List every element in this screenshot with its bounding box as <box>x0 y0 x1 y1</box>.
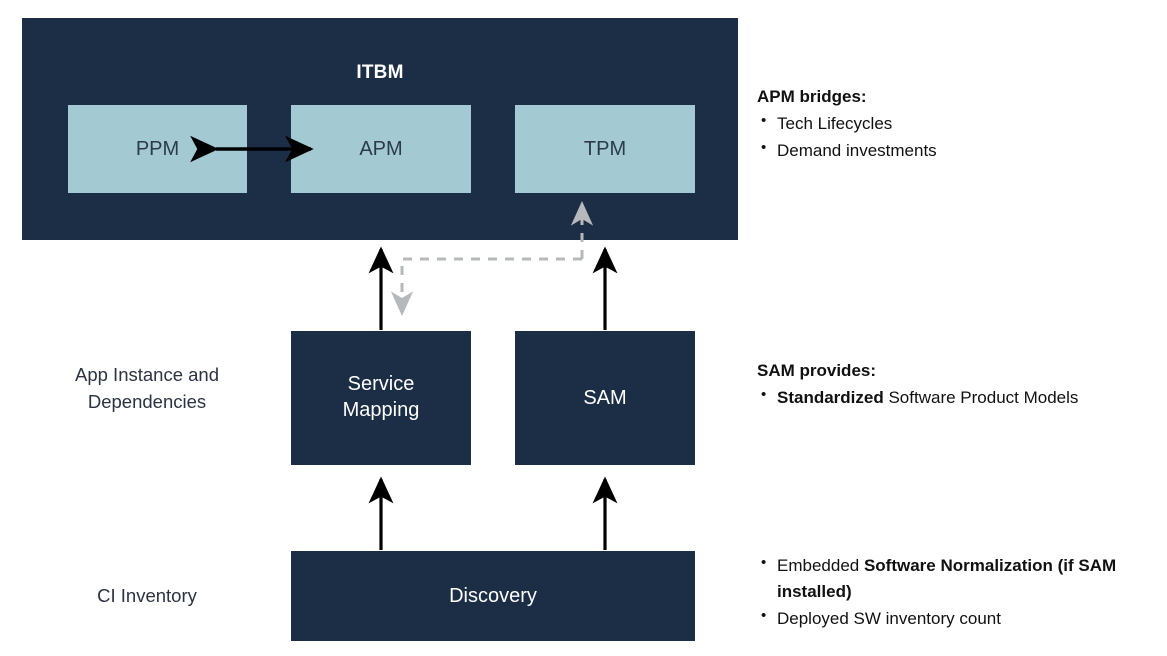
discovery-label: Discovery <box>449 584 537 607</box>
note-discovery-bullet-1-bold: Software Normalization (if SAM installed… <box>777 556 1117 601</box>
note-apm-bullet-1-text: Tech Lifecycles <box>777 113 893 133</box>
arrow-dashed-tpm-to-service-mapping <box>390 257 582 317</box>
sam-box[interactable]: SAM <box>515 331 695 465</box>
note-apm-heading: APM bridges: <box>757 87 867 106</box>
service-mapping-label-line1: Service <box>347 373 415 396</box>
discovery-box[interactable]: Discovery <box>291 551 695 641</box>
note-discovery: Embedded Software Normalization (if SAM … <box>757 552 1167 632</box>
note-apm-list: Tech Lifecycles Demand investments <box>757 110 1167 164</box>
service-mapping-label: Service Mapping <box>343 372 420 423</box>
note-apm-bullet-2: Demand investments <box>757 137 1167 164</box>
note-sam-list: Standardized Software Product Models <box>757 384 1167 411</box>
note-sam-bullet-1-bold: Standardized <box>777 387 884 407</box>
row-label-ci-inventory: CI Inventory <box>97 585 197 606</box>
sam-label: SAM <box>583 386 627 409</box>
note-apm-bridges: APM bridges: Tech Lifecycles Demand inve… <box>757 84 1167 164</box>
tpm-box[interactable]: TPM <box>515 105 695 193</box>
ppm-label: PPM <box>135 137 180 160</box>
note-discovery-bullet-2: Deployed SW inventory count <box>757 605 1167 632</box>
note-discovery-bullet-1: Embedded Software Normalization (if SAM … <box>757 552 1167 605</box>
note-apm-bullet-1: Tech Lifecycles <box>757 110 1167 137</box>
row-label-app-instance: App Instance and Dependencies <box>16 362 278 416</box>
apm-label: APM <box>359 137 403 160</box>
tpm-label: TPM <box>583 137 627 160</box>
apm-box[interactable]: APM <box>291 105 471 193</box>
note-sam-bullet-1: Standardized Software Product Models <box>757 384 1167 411</box>
note-apm-bullet-2-text: Demand investments <box>777 140 937 160</box>
note-discovery-bullet-2-text: Deployed SW inventory count <box>777 608 1001 628</box>
note-discovery-list: Embedded Software Normalization (if SAM … <box>757 552 1167 632</box>
ppm-box[interactable]: PPM <box>68 105 247 193</box>
note-discovery-bullet-1-text: Embedded <box>777 556 864 575</box>
row-label-app-instance-line2: Dependencies <box>87 390 207 412</box>
note-sam-heading: SAM provides: <box>757 361 877 380</box>
note-sam-bullet-1-text: Software Product Models <box>883 387 1079 407</box>
note-sam-provides: SAM provides: Standardized Software Prod… <box>757 358 1167 412</box>
itbm-panel-title: ITBM <box>356 62 404 83</box>
service-mapping-label-line2: Mapping <box>342 399 420 421</box>
service-mapping-box[interactable]: Service Mapping <box>291 331 471 465</box>
row-label-app-instance-line1: App Instance and <box>75 364 219 385</box>
